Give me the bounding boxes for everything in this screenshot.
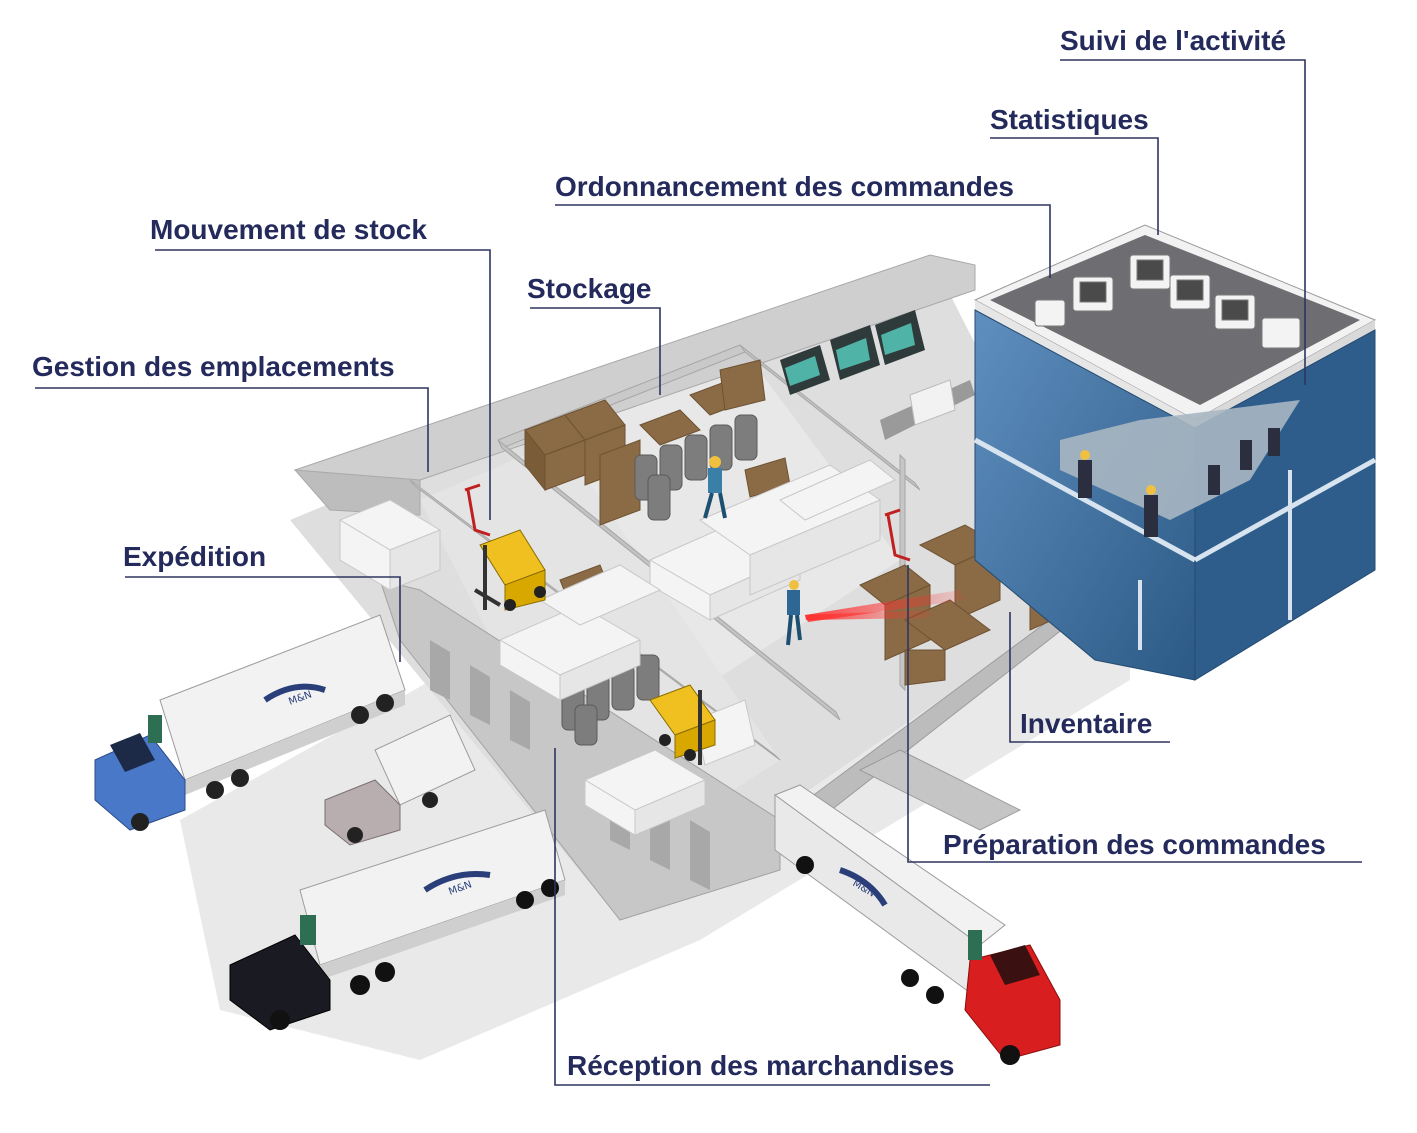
leader-ordonnancement xyxy=(555,204,1051,278)
truck-blue xyxy=(94,614,406,831)
label-ordonnancement: Ordonnancement des commandes xyxy=(555,171,1015,202)
office-staff xyxy=(1078,428,1280,537)
leader-statistiques xyxy=(990,137,1159,235)
label-inventaire: Inventaire xyxy=(1020,708,1153,739)
workers xyxy=(703,456,802,646)
leader-preparation xyxy=(907,565,1362,863)
control-machines xyxy=(780,310,975,440)
computer-monitors xyxy=(1034,254,1301,349)
forklift-upper xyxy=(473,529,546,611)
label-statistiques: Statistiques xyxy=(990,104,1149,135)
conveyor xyxy=(858,749,1022,831)
label-stockage: Stockage xyxy=(527,273,652,304)
laser-beams xyxy=(805,590,965,622)
leader-inventaire xyxy=(1009,612,1170,743)
leader-reception xyxy=(554,748,990,1086)
leader-stockage xyxy=(530,307,661,395)
leader-suivi xyxy=(1060,59,1306,385)
label-preparation: Préparation des commandes xyxy=(943,829,1326,860)
leader-expedition xyxy=(125,576,401,662)
label-expedition: Expédition xyxy=(123,541,267,572)
forklift-lower xyxy=(649,684,716,765)
label-gestion: Gestion des emplacements xyxy=(32,351,395,382)
hand-trucks xyxy=(464,483,911,562)
label-suivi: Suivi de l'activité xyxy=(1060,25,1287,56)
leader-mouvement xyxy=(155,249,491,520)
white-pallets xyxy=(338,459,896,836)
truck-red xyxy=(773,784,1061,1065)
leader-lines xyxy=(35,59,1362,1086)
label-reception: Réception des marchandises xyxy=(567,1050,955,1081)
truck-pickup xyxy=(324,714,476,846)
leader-gestion xyxy=(35,387,429,472)
label-mouvement: Mouvement de stock xyxy=(150,214,427,245)
